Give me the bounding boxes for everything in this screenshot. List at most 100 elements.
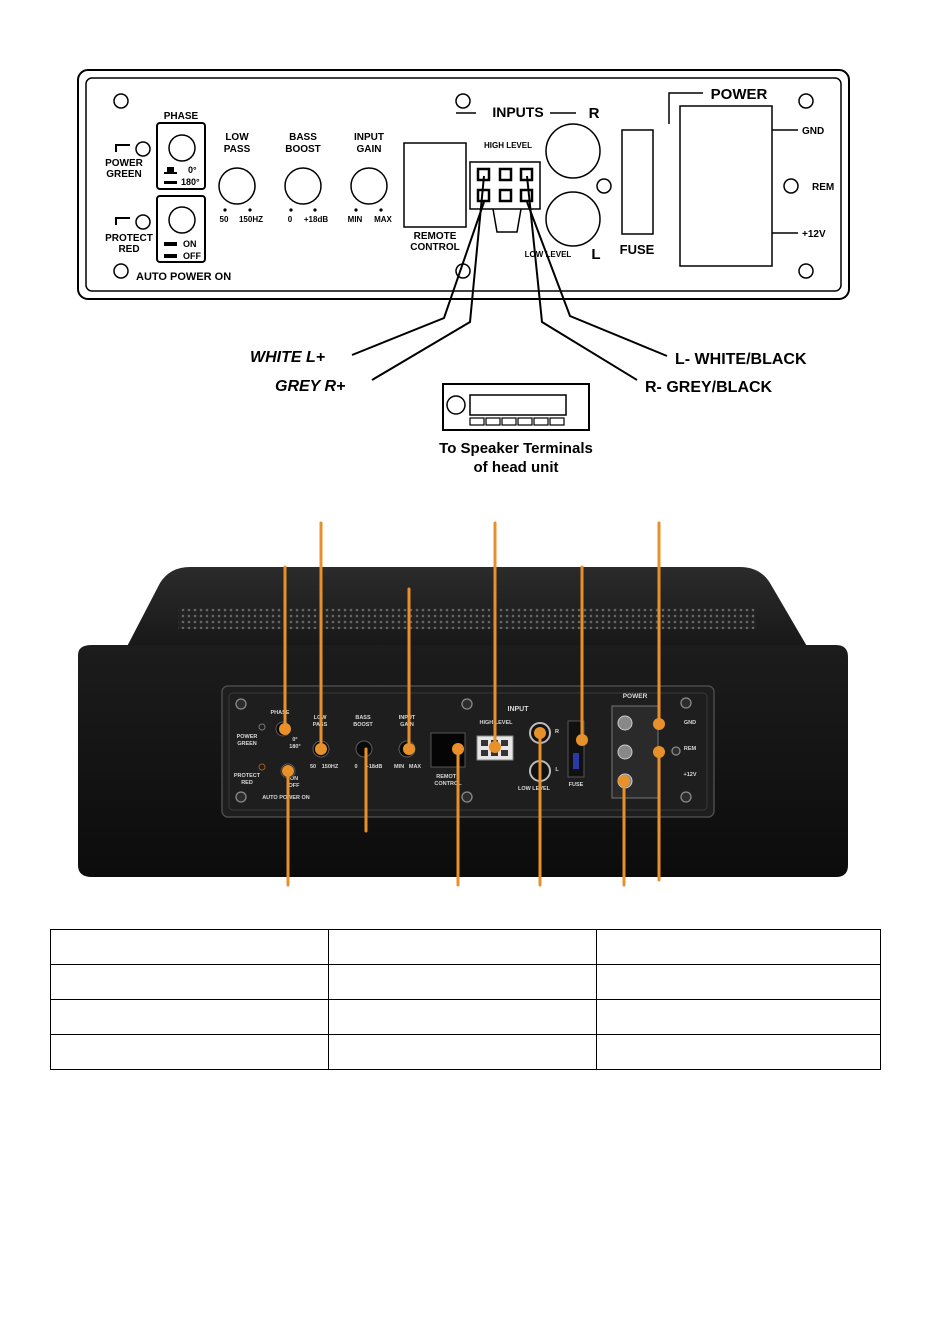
input-gain-max: MAX <box>374 215 392 224</box>
screw-icon <box>235 698 247 710</box>
screw-hole-icon <box>113 93 129 109</box>
wire-white-l-label: WHITE L+ <box>250 349 325 366</box>
low-pass-min: 50 <box>220 215 229 224</box>
pin-bottom-right <box>519 188 534 203</box>
auto-power-switch-box <box>156 195 206 263</box>
screw-hole-icon <box>798 263 814 279</box>
photo-bass-boost-knob <box>355 740 373 758</box>
table-cell <box>50 1034 329 1070</box>
phase-switch-down-icon <box>164 181 177 184</box>
pin-bottom-mid <box>498 188 513 203</box>
connector-key <box>492 208 522 233</box>
head-unit-caption-1: To Speaker Terminals <box>439 440 593 457</box>
photo-l-label: L <box>555 767 559 773</box>
photo-v12-label: +12V <box>684 772 697 778</box>
screw-icon <box>461 698 473 710</box>
screw-icon <box>461 791 473 803</box>
protect-led-label-2: RED <box>118 244 139 255</box>
callout-dot <box>452 743 464 755</box>
callout-dots <box>279 718 665 787</box>
rca-l-jack-icon <box>545 191 601 247</box>
low-pass-label-1: LOW <box>225 132 249 143</box>
photo-ph0-label: 0° <box>292 737 297 743</box>
table-cell <box>50 964 329 1000</box>
screw-hole-icon <box>455 93 471 109</box>
table-cell <box>328 929 597 965</box>
photo-rem-terminal <box>617 744 633 760</box>
callout-dot <box>279 723 291 735</box>
screw-hole-icon <box>783 178 799 194</box>
photo-pin <box>481 740 488 746</box>
v12-label: +12V <box>802 229 826 240</box>
photo-protect-label-2: RED <box>241 780 253 786</box>
callout-dot <box>489 741 501 753</box>
head-unit-button <box>501 417 517 426</box>
photo-r-label: R <box>555 729 559 735</box>
photo-off-label: OFF <box>289 783 301 789</box>
table-cell <box>596 929 881 965</box>
photo-pin <box>481 750 488 756</box>
callout-dot <box>576 734 588 746</box>
photo-power-title: POWER <box>623 693 648 700</box>
fuse-holder <box>621 129 654 235</box>
power-led-bracket <box>115 144 130 152</box>
table-cell <box>596 1034 881 1070</box>
wire-r-minus <box>526 175 638 381</box>
head-unit-icon <box>442 383 590 431</box>
gnd-label: GND <box>802 126 824 137</box>
photo-power-label-1: POWER <box>237 734 258 740</box>
input-gain-min: MIN <box>348 215 363 224</box>
amplifier-panel-diagram: PHASE 0° 180° POWER GREEN ON OFF PROTECT… <box>77 69 850 476</box>
screw-hole-icon <box>596 178 612 194</box>
head-unit-knob-icon <box>446 395 466 415</box>
head-unit-display <box>469 394 567 416</box>
screw-icon <box>680 697 692 709</box>
spec-table <box>50 929 881 1070</box>
photo-power-led-icon <box>258 723 266 731</box>
amplifier-device-illustration: PHASE POWER GREEN 0° 180° PROTECT RED ON… <box>78 521 848 887</box>
callout-dot <box>653 746 665 758</box>
wire-lines <box>351 175 668 381</box>
photo-low-label: LOW LEVEL <box>518 786 551 792</box>
phase-switch <box>168 134 196 162</box>
photo-lp-max: 150HZ <box>322 764 339 770</box>
screw-hole-icon <box>113 263 129 279</box>
auto-on-label: ON <box>183 239 197 249</box>
power-led-label-2: GREEN <box>106 169 142 180</box>
power-title: POWER <box>711 86 768 103</box>
photo-protect-label-1: PROTECT <box>234 773 261 779</box>
photo-fuse-label: FUSE <box>569 782 584 788</box>
photo-input-label: INPUT <box>508 706 530 713</box>
photo-power-terminals <box>611 705 659 799</box>
bass-boost-max: +18dB <box>304 215 328 224</box>
photo-on-label: ON <box>290 776 298 782</box>
bass-boost-label-1: BASS <box>289 132 317 143</box>
table-cell <box>328 1034 597 1070</box>
head-unit-button <box>485 417 501 426</box>
wire-l-minus-label: L- WHITE/BLACK <box>675 351 807 368</box>
phase-0-label: 0° <box>188 165 197 175</box>
callout-dot <box>534 727 546 739</box>
screw-icon <box>671 746 681 756</box>
photo-ph180-label: 180° <box>289 744 300 750</box>
speaker-grill <box>178 606 756 629</box>
callout-lines <box>283 521 661 887</box>
screw-icon <box>235 791 247 803</box>
panel-outer-frame <box>77 69 850 300</box>
photo-gnd-terminal <box>617 715 633 731</box>
low-level-label: LOW LEVEL <box>525 250 572 259</box>
input-gain-label-1: INPUT <box>354 132 384 143</box>
inputs-title: INPUTS <box>492 104 543 120</box>
panel-inner-frame <box>85 77 842 292</box>
photo-gnd-label: GND <box>684 720 696 726</box>
photo-protect-led-icon <box>258 763 266 771</box>
low-pass-max: 150HZ <box>239 215 263 224</box>
auto-power-label: AUTO POWER ON <box>136 271 231 283</box>
photo-ig-max: MAX <box>409 764 422 770</box>
protect-led-label-1: PROTECT <box>105 233 153 244</box>
low-pass-knob <box>218 167 256 205</box>
table-cell <box>596 964 881 1000</box>
control-plate <box>221 685 715 818</box>
photo-remote-label-1: REMOTE <box>436 774 460 780</box>
bass-boost-knob <box>284 167 322 205</box>
